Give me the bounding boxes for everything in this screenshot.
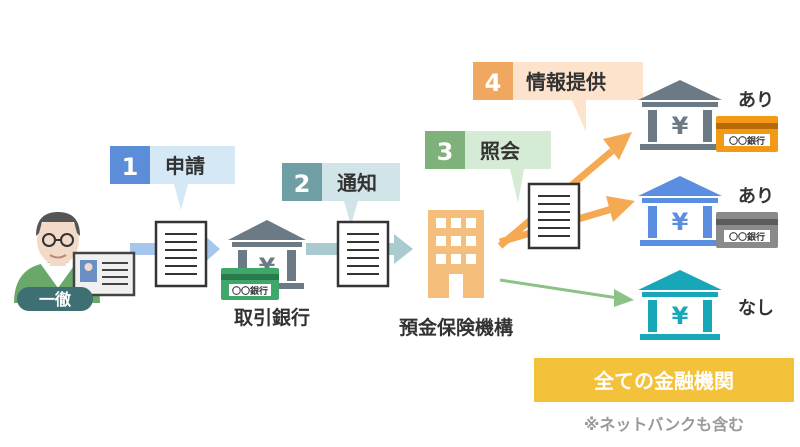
step-1-number: 1 bbox=[122, 153, 139, 181]
arrow-provide-1-head bbox=[603, 132, 632, 160]
step-1-number-box bbox=[110, 146, 150, 184]
person-name-badge: 一徹 bbox=[17, 287, 93, 311]
all-institutions-banner bbox=[534, 358, 794, 402]
application-document-icon bbox=[154, 220, 208, 288]
notification-document-icon bbox=[336, 220, 390, 288]
step-2-label: 通知 bbox=[337, 171, 377, 195]
step-3-number: 3 bbox=[437, 138, 454, 166]
result-bank-2-yen: ¥ bbox=[672, 208, 689, 236]
result-1-card-icon: 〇〇銀行 bbox=[716, 116, 778, 152]
step-1-callout: 1 申請 bbox=[110, 146, 235, 210]
person-illustration bbox=[14, 212, 100, 303]
step-2-callout: 2 通知 bbox=[282, 163, 400, 225]
result-1-card-text: 〇〇銀行 bbox=[729, 135, 765, 147]
info-document-icon bbox=[527, 182, 581, 250]
origin-bank-label: 取引銀行 bbox=[234, 306, 310, 329]
arrow-provide-2-head bbox=[606, 196, 635, 222]
result-1-status: あり bbox=[738, 90, 774, 111]
step-3-number-box bbox=[425, 131, 465, 169]
origin-bank-card-text: 〇〇銀行 bbox=[232, 285, 268, 297]
arrow-query-none-head bbox=[614, 289, 634, 307]
result-bank-1-yen: ¥ bbox=[672, 112, 689, 140]
result-bank-1-icon: ¥ bbox=[638, 80, 722, 150]
origin-bank-card-icon: 〇〇銀行 bbox=[221, 268, 279, 300]
result-bank-3-icon: ¥ bbox=[638, 270, 722, 340]
internet-bank-note: ※ネットバンクも含む bbox=[584, 415, 744, 434]
result-2-status: あり bbox=[738, 186, 774, 207]
step-4-number-box bbox=[473, 62, 513, 100]
step-4-label: 情報提供 bbox=[526, 70, 606, 94]
step-4-callout: 4 情報提供 bbox=[473, 62, 643, 132]
step-3-callout: 3 照会 bbox=[425, 131, 551, 203]
result-2-card-text: 〇〇銀行 bbox=[729, 231, 765, 243]
result-bank-3-yen: ¥ bbox=[672, 302, 689, 330]
step-3-label: 照会 bbox=[480, 139, 520, 163]
deposit-insurance-label: 預金保険機構 bbox=[399, 316, 513, 339]
result-2-card-icon: 〇〇銀行 bbox=[716, 212, 778, 248]
step-4-number: 4 bbox=[485, 69, 502, 97]
step-1-label: 申請 bbox=[165, 154, 205, 178]
all-institutions-title: 全ての金融機関 bbox=[593, 369, 734, 393]
step-2-number: 2 bbox=[294, 170, 311, 198]
result-3-status: なし bbox=[738, 298, 774, 319]
result-bank-2-icon: ¥ bbox=[638, 176, 722, 246]
deposit-insurance-building-icon bbox=[428, 210, 484, 298]
arrow-query-none-line bbox=[499, 278, 619, 300]
step-2-number-box bbox=[282, 163, 322, 201]
person-name: 一徹 bbox=[39, 290, 72, 309]
